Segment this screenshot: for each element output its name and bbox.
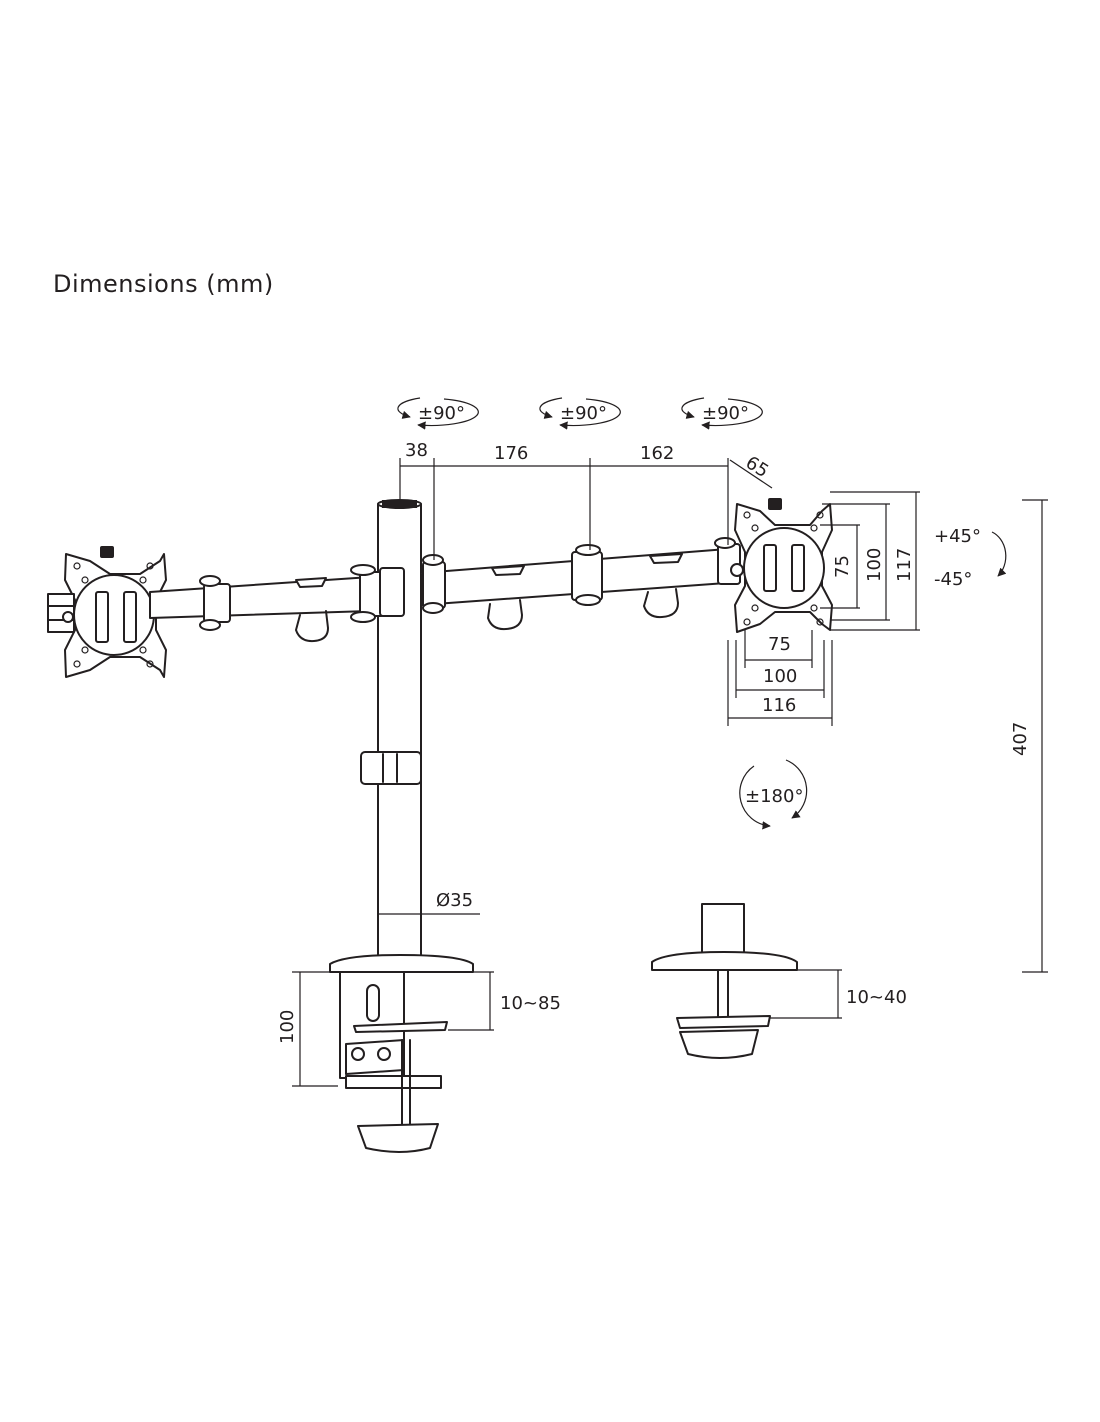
dim-38: 38: [405, 440, 428, 461]
rotation-arm2-label: ±90°: [560, 403, 607, 424]
grommet-mount: [651, 903, 798, 1059]
tilt-icon: +45° -45°: [934, 526, 1007, 590]
dim-176: 176: [494, 443, 528, 464]
rotation-arm3-label: ±90°: [702, 403, 749, 424]
dim-h117: 117: [894, 548, 915, 582]
rotate-arm1-icon: ±90°: [397, 397, 479, 430]
dim-pole-diameter: Ø35: [436, 890, 473, 911]
dim-w75: 75: [768, 634, 791, 655]
rotation-arm1-label: ±90°: [418, 403, 465, 424]
dim-162: 162: [640, 443, 674, 464]
page-title: Dimensions (mm): [53, 270, 274, 298]
right-vesa-plate: [734, 498, 833, 633]
left-vesa-plate: [47, 546, 167, 678]
dim-h75: 75: [832, 555, 853, 578]
dim-grommet-range: 10~40: [846, 987, 907, 1008]
rotation-indicators: ±90° ±90° ±90° ±180° +45° -45°: [397, 397, 1007, 830]
dim-w116: 116: [762, 695, 796, 716]
desk-clamp: [329, 954, 474, 1153]
dim-clamp-range: 10~85: [500, 993, 561, 1014]
rotate-pole-icon: ±180°: [739, 759, 808, 830]
dim-65: 65: [742, 452, 773, 482]
dimension-lines: 38 176 162 65 75 100 117 75 100 116 407 …: [277, 440, 1048, 1087]
rotation-pole-label: ±180°: [745, 786, 803, 807]
dim-clamp-height: 100: [277, 1010, 298, 1044]
dim-h100: 100: [864, 548, 885, 582]
dim-407: 407: [1010, 722, 1031, 756]
height-collar: [360, 751, 422, 785]
rotate-arm2-icon: ±90°: [539, 397, 621, 430]
tilt-down-label: -45°: [934, 569, 972, 590]
rotate-arm3-icon: ±90°: [681, 397, 763, 430]
dual-arm: [149, 537, 744, 643]
tilt-up-label: +45°: [934, 526, 981, 547]
dim-w100: 100: [763, 666, 797, 687]
